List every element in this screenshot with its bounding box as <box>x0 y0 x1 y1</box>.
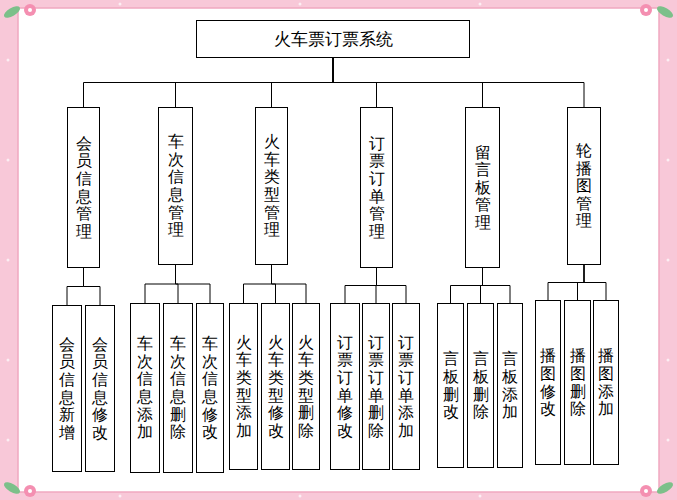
function-box: 订票订单添加 <box>392 303 420 470</box>
tree-connector <box>548 265 584 300</box>
module-label: 播图删除 <box>570 347 586 417</box>
tree-connector <box>377 268 407 303</box>
module-box: 车次信息管理 <box>158 107 193 265</box>
function-box: 火车类型删除 <box>292 303 320 470</box>
module-label: 火车类型删除 <box>298 334 314 440</box>
module-label: 言板删改 <box>443 350 459 420</box>
module-box: 轮播图管理 <box>567 107 601 265</box>
function-box: 车次信息删除 <box>163 303 193 473</box>
module-label: 会员信息管理 <box>76 135 92 241</box>
system-box: 火车票订票系统 <box>196 20 470 58</box>
function-box: 订票订单修改 <box>330 303 360 470</box>
module-label: 订票订单删除 <box>368 334 384 440</box>
function-box: 播图添加 <box>593 300 619 465</box>
module-label: 火车类型管理 <box>264 133 280 239</box>
function-box: 会员信息修改 <box>85 305 115 472</box>
function-box: 言板删改 <box>437 303 464 468</box>
tree-connector <box>176 58 334 107</box>
function-box: 播图修改 <box>535 300 561 465</box>
tree-connector <box>244 265 272 303</box>
module-label: 车次信息添加 <box>137 335 153 441</box>
corner-flower <box>2 4 36 20</box>
corner-flower <box>640 480 675 497</box>
function-box: 言板删除 <box>467 303 494 468</box>
module-box: 订票订单管理 <box>360 107 393 268</box>
tree-connector <box>84 58 334 107</box>
module-label: 会员信息新增 <box>59 336 75 442</box>
module-label: 留言板管理 <box>475 144 491 232</box>
module-box: 留言板管理 <box>465 107 500 268</box>
function-box: 火车类型修改 <box>261 303 290 470</box>
frame-dots <box>7 3 670 498</box>
module-label: 订票订单添加 <box>398 334 414 440</box>
function-box: 言板添加 <box>497 303 523 468</box>
module-label: 车次信息删除 <box>170 335 186 441</box>
function-box: 车次信息添加 <box>130 303 160 473</box>
module-label: 车次信息管理 <box>168 133 184 239</box>
module-label: 火车类型添加 <box>236 334 252 440</box>
corner-flower <box>640 4 675 20</box>
module-label: 会员信息修改 <box>92 336 108 442</box>
function-box: 订票订单删除 <box>362 303 390 470</box>
function-box: 会员信息新增 <box>52 305 82 472</box>
module-label: 订票订单修改 <box>337 334 353 440</box>
module-label: 火车类型修改 <box>268 334 284 440</box>
inner-panel <box>18 8 659 492</box>
system-title: 火车票订票系统 <box>274 28 393 51</box>
module-label: 播图添加 <box>598 347 614 417</box>
module-label: 言板添加 <box>502 350 518 420</box>
tree-connector <box>84 268 101 305</box>
tree-connector <box>145 265 176 303</box>
tree-connector <box>176 265 211 303</box>
tree-connector <box>67 268 84 305</box>
function-box: 火车类型添加 <box>229 303 258 470</box>
module-label: 车次信息修改 <box>202 335 218 441</box>
tree-connector <box>272 58 334 107</box>
corner-flower <box>2 480 36 497</box>
tree-connector <box>578 265 585 300</box>
module-label: 言板删除 <box>473 350 489 420</box>
module-box: 火车类型管理 <box>255 107 288 265</box>
module-label: 订票订单管理 <box>369 135 385 241</box>
tree-connector <box>483 268 511 303</box>
tree-connector <box>345 268 377 303</box>
tree-connector <box>333 58 584 107</box>
function-box: 车次信息修改 <box>196 303 224 473</box>
tree-connector <box>451 268 483 303</box>
function-box: 播图删除 <box>564 300 591 465</box>
module-label: 播图修改 <box>540 347 556 417</box>
module-box: 会员信息管理 <box>67 107 100 268</box>
tree-connector <box>272 265 307 303</box>
module-label: 轮播图管理 <box>576 142 592 230</box>
tree-connector <box>584 265 606 300</box>
